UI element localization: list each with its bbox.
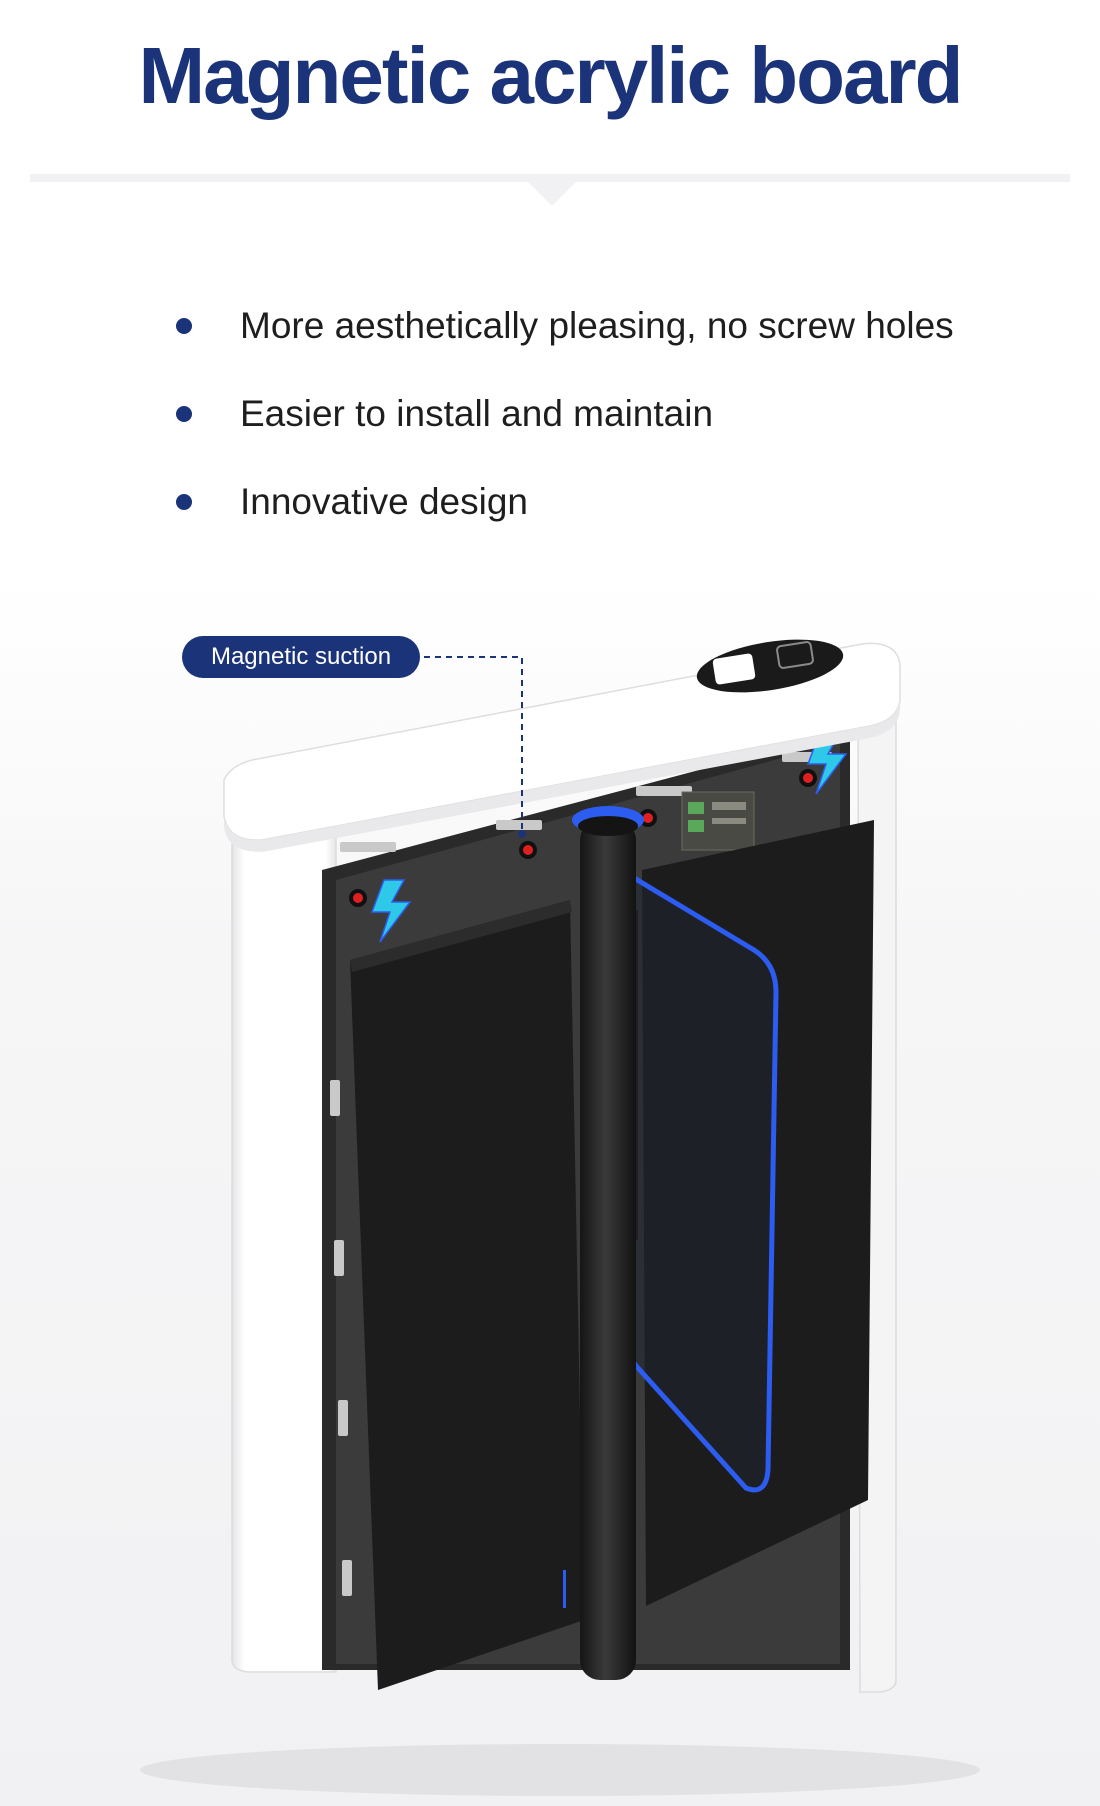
callout-anchor-dot bbox=[518, 830, 526, 838]
pole-led-strip bbox=[563, 1570, 566, 1608]
left-flap-edge bbox=[350, 900, 572, 972]
circuit-board bbox=[681, 791, 755, 851]
divider-notch bbox=[528, 182, 576, 206]
central-pole bbox=[580, 820, 636, 1680]
product-scene bbox=[0, 580, 1100, 1806]
bullet-dot-icon bbox=[176, 318, 192, 334]
cabinet-left-side bbox=[231, 799, 337, 1673]
feature-text: Innovative design bbox=[240, 481, 528, 522]
lightning-icon bbox=[370, 879, 412, 943]
list-item: More aesthetically pleasing, no screw ho… bbox=[170, 282, 954, 370]
bullet-dot-icon bbox=[176, 406, 192, 422]
magnet-pins bbox=[349, 769, 817, 907]
cabinet-lid-edge bbox=[224, 700, 900, 852]
feature-list: More aesthetically pleasing, no screw ho… bbox=[170, 282, 954, 546]
divider bbox=[30, 174, 1070, 182]
page-title: Magnetic acrylic board bbox=[138, 31, 964, 120]
card-reader bbox=[696, 639, 844, 693]
list-item: Innovative design bbox=[170, 458, 954, 546]
magnetic-suction-callout: Magnetic suction bbox=[182, 636, 420, 678]
list-item: Easier to install and maintain bbox=[170, 370, 954, 458]
bullet-dot-icon bbox=[176, 494, 192, 510]
pole-cap bbox=[578, 816, 638, 836]
left-flap-panel bbox=[350, 900, 584, 1690]
floor-shadow bbox=[140, 1744, 980, 1796]
feature-text: Easier to install and maintain bbox=[240, 393, 714, 434]
feature-text: More aesthetically pleasing, no screw ho… bbox=[240, 305, 954, 346]
turnstile-illustration bbox=[140, 639, 980, 1796]
